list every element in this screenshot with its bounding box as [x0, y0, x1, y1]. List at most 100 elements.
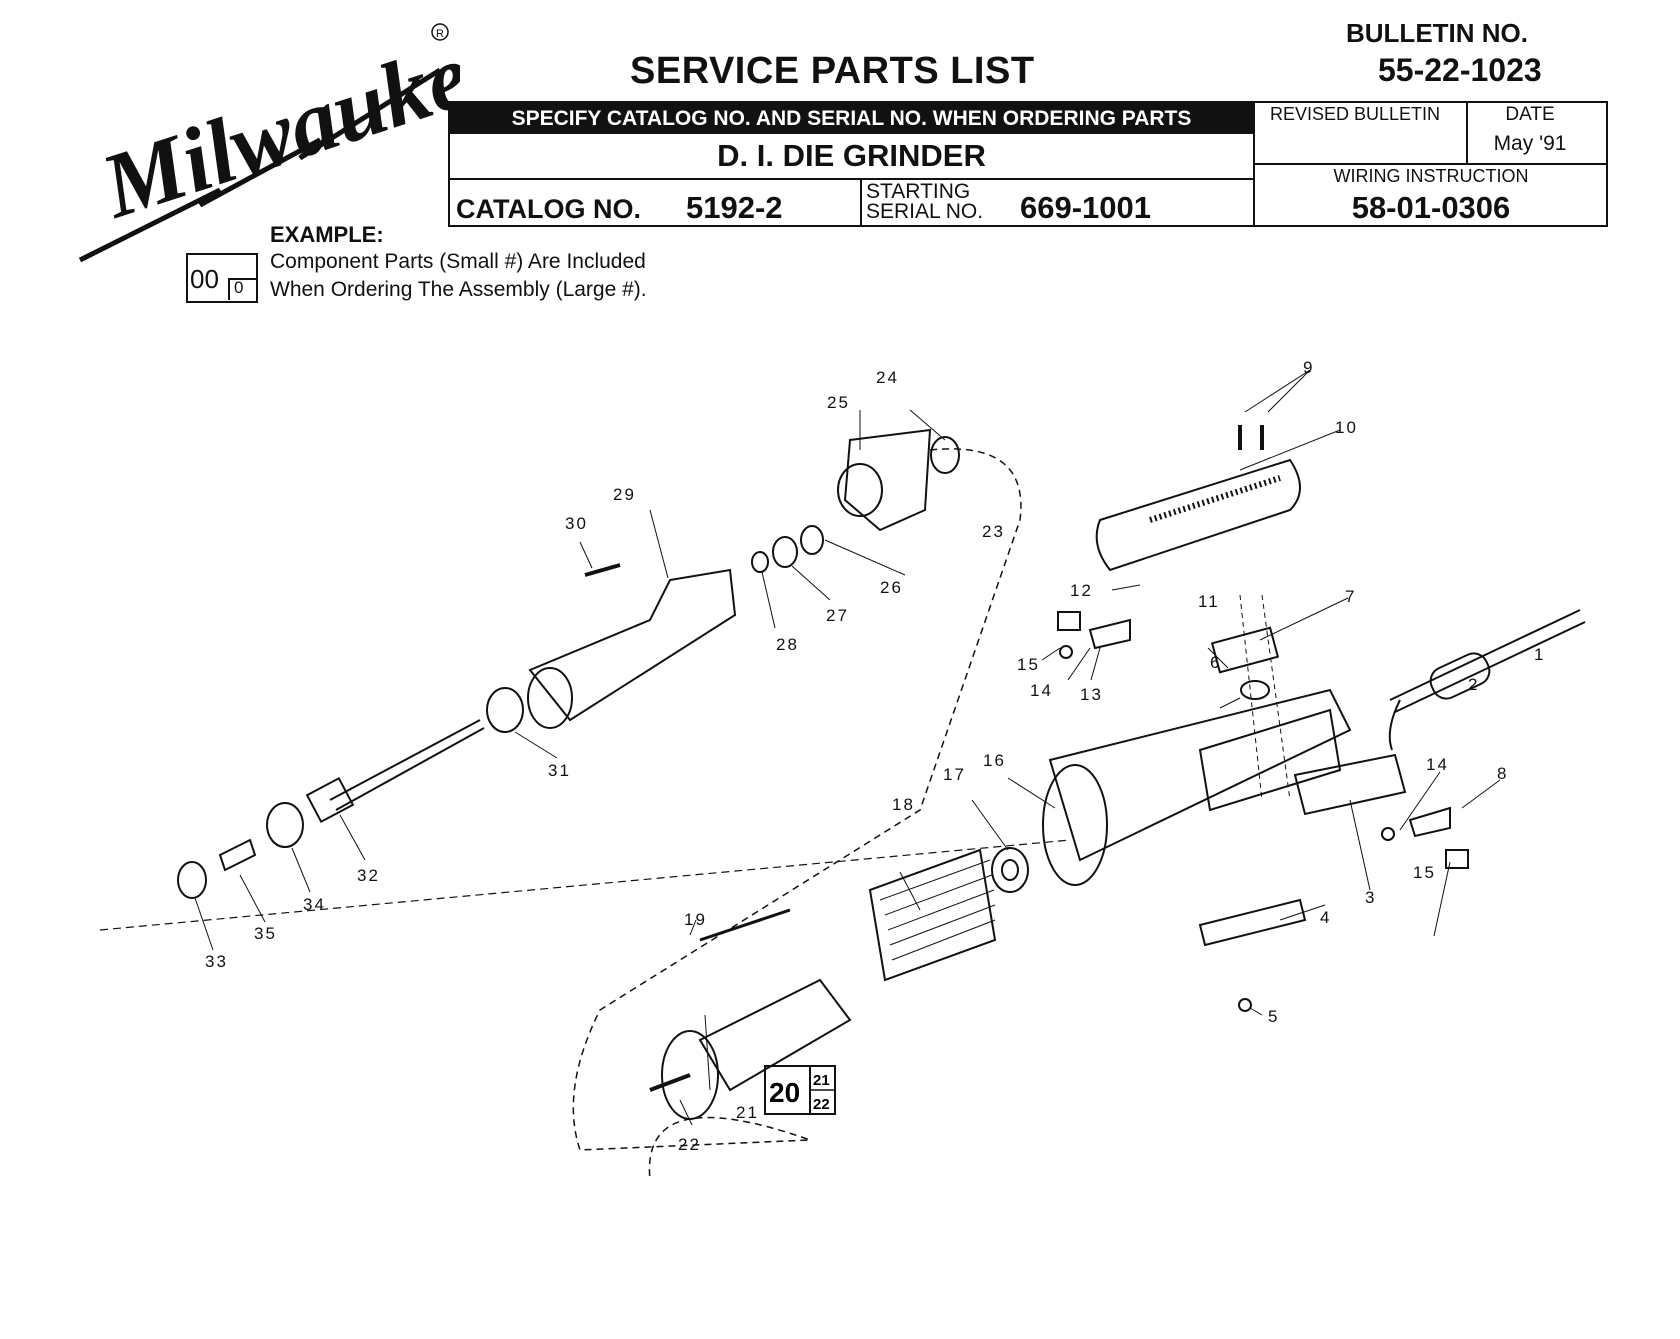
assembly-guide-line [572, 448, 1022, 1181]
bearing-icon [486, 687, 524, 733]
brush-icon [1445, 849, 1469, 869]
bulletin-number: 55-22-1023 [1378, 52, 1542, 88]
callout-8: 8 [1497, 764, 1508, 783]
switch-icon [1210, 626, 1280, 674]
callout-4: 4 [1320, 908, 1331, 927]
bearing-icon [930, 436, 960, 474]
callout-30: 30 [565, 514, 588, 533]
label-plate-icon [1198, 898, 1307, 947]
nameplate-icon [1293, 753, 1407, 816]
screw-icon [1238, 425, 1264, 450]
logo-wordmark: Milwaukee [88, 20, 460, 238]
exploded-parts-diagram: 1 2 3 4 5 6 7 8 9 10 11 12 13 14 14 15 1… [99, 358, 1586, 1181]
brush-icon [1057, 611, 1081, 631]
callout-3: 3 [1365, 888, 1376, 907]
serial-number: 669-1001 [1020, 190, 1152, 225]
example-line-2: When Ordering The Assembly (Large #). [270, 278, 647, 301]
milwaukee-logo: Milwaukee R [78, 20, 460, 263]
page-title: SERVICE PARTS LIST [630, 50, 1035, 92]
callout-1: 1 [1534, 645, 1545, 664]
starting-label-line1: STARTING [866, 180, 971, 203]
callout-34: 34 [303, 895, 326, 914]
callout-12: 12 [1070, 581, 1093, 600]
callout-16: 16 [983, 751, 1006, 770]
catalog-number: 5192-2 [686, 190, 783, 225]
switch-cover-icon [1095, 458, 1301, 572]
bearing-bore-icon [1001, 859, 1019, 881]
specify-note: SPECIFY CATALOG NO. AND SERIAL NO. WHEN … [450, 103, 1253, 134]
brush-holder-icon [1088, 618, 1131, 650]
armature-shaft-icon [649, 1073, 691, 1092]
divider [1466, 101, 1468, 165]
armature-fan-icon [661, 1030, 719, 1120]
divider [450, 178, 1253, 180]
screw-guide-line [1239, 594, 1291, 801]
callout-33: 33 [205, 952, 228, 971]
wiring-instruction-number: 58-01-0306 [1351, 190, 1511, 225]
example-small-box [228, 278, 256, 300]
collet-icon [218, 838, 257, 872]
callout-32: 32 [357, 866, 380, 885]
brush-spring-icon [1381, 827, 1395, 841]
callout-6: 6 [1210, 653, 1221, 672]
guard-ring-icon [266, 802, 304, 848]
callout-28: 28 [776, 635, 799, 654]
starting-label-line2: SERIAL NO. [866, 200, 984, 223]
field-icon [868, 848, 997, 982]
catalog-label: CATALOG NO. [456, 194, 641, 224]
callout-11: 11 [1198, 592, 1220, 611]
gear-case-bore-icon [837, 463, 883, 517]
bearing-icon [991, 847, 1029, 893]
retaining-ring-icon [751, 551, 769, 573]
callout-10: 10 [1335, 418, 1358, 437]
callout-23: 23 [982, 522, 1005, 541]
callout-35: 35 [254, 924, 277, 943]
collet-nut-icon [177, 861, 207, 899]
callout-2: 2 [1468, 675, 1479, 694]
example-line-1: Component Parts (Small #) Are Included [270, 250, 646, 273]
example-assembly-number: 00 [190, 264, 219, 294]
housing-handle-icon [1198, 708, 1342, 812]
motor-housing-icon [1048, 688, 1352, 862]
cord-lead-icon [1388, 699, 1401, 751]
starting-serial-label: STARTING SERIAL NO. [866, 180, 984, 223]
gear-case-icon [843, 428, 932, 532]
registered-mark [431, 23, 449, 41]
field-windings-icon [879, 859, 996, 961]
example-label: EXAMPLE: [270, 222, 384, 247]
switch-ring-icon [1240, 680, 1270, 700]
callout-19: 19 [684, 910, 707, 929]
logo-lightning-bolt [78, 67, 442, 263]
badge-component-bottom: 22 [813, 1096, 830, 1113]
example-component-number: 0 [234, 278, 244, 297]
wiring-instruction-label: WIRING INSTRUCTION [1333, 166, 1529, 186]
nose-housing-opening-icon [527, 667, 573, 729]
callout-15a: 15 [1017, 655, 1040, 674]
callout-29: 29 [613, 485, 636, 504]
callout-18: 18 [892, 795, 915, 814]
callout-14a: 14 [1030, 681, 1053, 700]
nose-housing-icon [528, 568, 737, 722]
callout-7: 7 [1345, 587, 1356, 606]
spindle-collar-icon [305, 776, 355, 824]
example-box [186, 253, 258, 303]
screw-icon [1238, 998, 1252, 1012]
date-label: DATE [1505, 104, 1555, 125]
divider [860, 178, 862, 227]
callout-27: 27 [826, 606, 849, 625]
housing-opening-icon [1042, 764, 1108, 886]
pinion-icon [800, 525, 824, 555]
spindle-icon [329, 719, 485, 811]
assembly-badge: 20 21 22 [764, 1065, 836, 1115]
date-value: May '91 [1493, 132, 1567, 155]
callout-15b: 15 [1413, 863, 1436, 882]
callout-5: 5 [1268, 1007, 1279, 1026]
callout-25: 25 [827, 393, 850, 412]
svg-text:R: R [436, 28, 444, 40]
brush-holder-icon [1408, 806, 1451, 838]
callout-9: 9 [1303, 358, 1314, 377]
callout-13: 13 [1080, 685, 1103, 704]
callout-31: 31 [548, 761, 571, 780]
badge-component-top: 21 [813, 1072, 830, 1089]
badge-assembly-number: 20 [769, 1077, 800, 1108]
